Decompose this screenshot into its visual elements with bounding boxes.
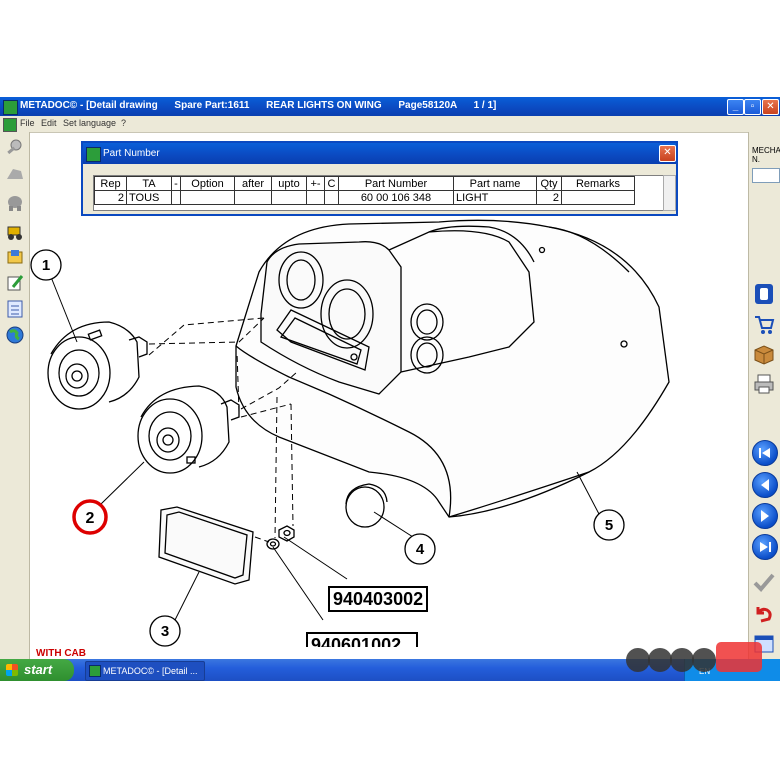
col-ta[interactable]: TA — [126, 176, 172, 191]
last-page-icon[interactable] — [752, 534, 778, 560]
mechanic-input[interactable] — [752, 168, 780, 183]
part-number-940403002[interactable]: 940403002 — [328, 586, 429, 612]
callout-4[interactable]: 4 — [404, 533, 436, 565]
callout-3-label: 3 — [161, 623, 169, 640]
col-plus-minus[interactable]: +- — [306, 176, 325, 191]
tool-edit-icon[interactable] — [4, 272, 26, 294]
cart-icon[interactable] — [752, 312, 776, 336]
col-part-name[interactable]: Part name — [453, 176, 537, 191]
col-option[interactable]: Option — [180, 176, 235, 191]
callout-4-label: 4 — [416, 541, 425, 558]
callout-5[interactable]: 5 — [593, 509, 625, 541]
tool-checklist-icon[interactable] — [4, 298, 26, 320]
callout-3[interactable]: 3 — [149, 615, 181, 647]
tool-machine-icon[interactable] — [4, 192, 26, 214]
menu-bar: File Edit Set language ? — [0, 116, 780, 133]
right-panel: MECHA N. — [748, 132, 780, 660]
col-qty[interactable]: Qty — [536, 176, 562, 191]
info-icon[interactable] — [752, 282, 776, 306]
undo-icon[interactable] — [752, 602, 776, 626]
part-number-dialog: Part Number ✕ Rep TA - Option after upto… — [81, 141, 678, 216]
cell-qty: 2 — [536, 190, 562, 205]
close-button[interactable]: ✕ — [762, 99, 779, 115]
dialog-close-button[interactable]: ✕ — [659, 145, 676, 162]
taskbar-item-metadoc[interactable]: METADOC© - [Detail ... — [85, 661, 205, 681]
printer-icon[interactable] — [752, 372, 776, 396]
document-icon — [3, 118, 17, 132]
part-number-940601002[interactable]: 940601002 — [306, 632, 418, 647]
callout-2-label: 2 — [86, 510, 95, 527]
col-c[interactable]: C — [324, 176, 339, 191]
watermark-logo-icon — [626, 642, 762, 672]
col-dash[interactable]: - — [171, 176, 181, 191]
tool-search-icon[interactable] — [4, 136, 26, 158]
start-label: start — [24, 662, 53, 677]
menu-set-language[interactable]: Set language — [63, 118, 117, 128]
table-header-row: Rep TA - Option after upto +- C Part Num… — [94, 176, 635, 191]
dialog-title-bar[interactable]: Part Number ✕ — [83, 143, 676, 164]
dialog-title: Part Number — [103, 148, 160, 159]
callout-2-selected[interactable]: 2 — [72, 499, 108, 535]
col-part-number[interactable]: Part Number — [338, 176, 454, 191]
callout-5-label: 5 — [605, 517, 613, 534]
col-upto[interactable]: upto — [271, 176, 307, 191]
windows-logo-icon — [6, 664, 18, 676]
part-number-940601002-clip: 940601002 — [306, 632, 418, 647]
dialog-scrollbar[interactable] — [663, 175, 676, 211]
cell-dash — [171, 190, 181, 205]
tool-tractor-icon[interactable] — [4, 164, 26, 186]
next-page-icon[interactable] — [752, 503, 778, 529]
col-remarks[interactable]: Remarks — [561, 176, 635, 191]
menu-edit[interactable]: Edit — [41, 118, 57, 128]
window-title-bar[interactable]: METADOC© - [Detail drawing Spare Part:16… — [0, 97, 780, 116]
cell-option — [180, 190, 235, 205]
tool-folder-icon[interactable] — [4, 246, 26, 268]
col-rep[interactable]: Rep — [94, 176, 127, 191]
cell-remarks — [561, 190, 635, 205]
cell-ta: TOUS — [126, 190, 172, 205]
left-toolbar — [0, 132, 30, 660]
first-page-icon[interactable] — [752, 440, 778, 466]
cell-upto — [271, 190, 307, 205]
cell-plus-minus — [306, 190, 325, 205]
cell-after — [234, 190, 272, 205]
table-row[interactable]: 2 TOUS 60 00 106 348 LIGHT 2 — [94, 190, 635, 205]
taskbar-app-icon — [89, 665, 101, 677]
callout-1[interactable]: 1 — [30, 249, 62, 281]
menu-help[interactable]: ? — [121, 118, 127, 128]
restore-button[interactable]: ▫ — [744, 99, 761, 115]
check-icon[interactable] — [752, 570, 776, 594]
cell-part-number: 60 00 106 348 — [338, 190, 454, 205]
col-after[interactable]: after — [234, 176, 272, 191]
menu-file[interactable]: File — [20, 118, 35, 128]
minimize-button[interactable]: _ — [727, 99, 744, 115]
tool-globe-icon[interactable] — [4, 324, 26, 346]
window-title: METADOC© - [Detail drawing Spare Part:16… — [20, 100, 497, 111]
start-button[interactable]: start — [0, 659, 74, 681]
previous-page-icon[interactable] — [752, 472, 778, 498]
cell-part-name: LIGHT — [453, 190, 537, 205]
detail-drawing: 1 2 3 4 5 — [30, 219, 670, 647]
dialog-app-icon — [86, 147, 101, 162]
cell-rep: 2 — [94, 190, 127, 205]
app-icon — [3, 100, 18, 115]
box-icon[interactable] — [752, 342, 776, 366]
mechanic-label: MECHA N. — [752, 146, 780, 164]
callout-1-label: 1 — [42, 257, 50, 274]
cell-c — [324, 190, 339, 205]
taskbar-item-label: METADOC© - [Detail ... — [103, 666, 198, 676]
tool-loader-icon[interactable] — [4, 220, 26, 242]
parts-table: Rep TA - Option after upto +- C Part Num… — [93, 175, 665, 211]
with-cab-note: WITH CAB — [36, 648, 86, 659]
